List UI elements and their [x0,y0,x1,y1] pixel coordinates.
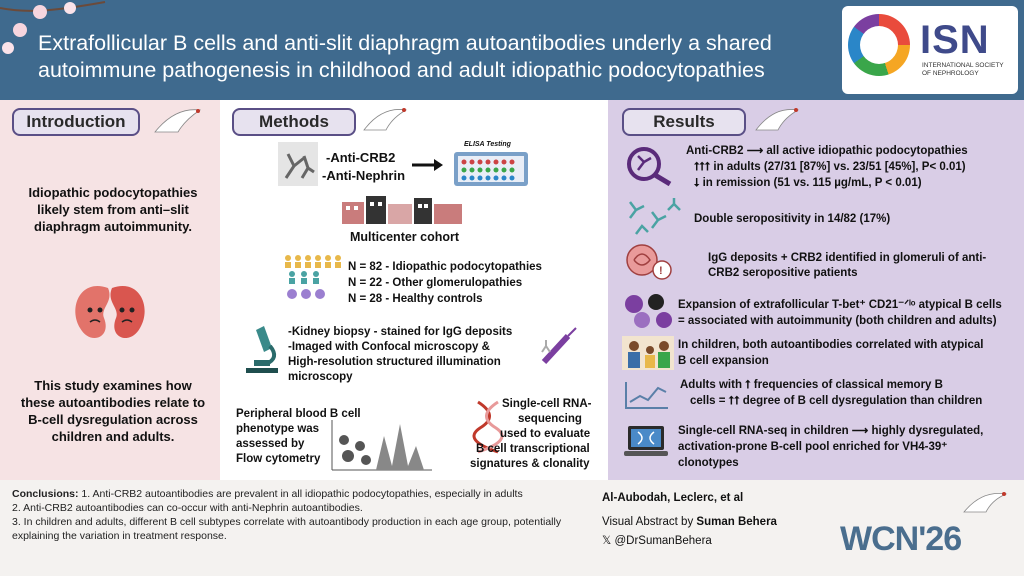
elisa-plate-icon [454,152,528,186]
conclusions-label: Conclusions: [12,488,79,500]
result-5-line-1: In children, both autoantibodies correla… [678,339,984,351]
introduction-text-2: This study examines how these autoantibo… [20,378,206,444]
isn-logo-inner [860,26,898,64]
result-7-line-3: clonotypes [678,457,739,469]
page-title: Extrafollicular B cells and anti-slit di… [38,30,798,84]
crane-icon [154,109,202,133]
elisa-label: ELISA Testing [464,141,511,148]
twitter-handle[interactable]: 𝕏 @DrSumanBehera [602,535,712,547]
flow-cytometry-plot-icon [331,420,432,471]
introduction-text-1: Idiopathic podocytopathies likely stem f… [28,185,198,234]
microscope-icon [246,326,278,373]
flow-line-4: Flow cytometry [236,453,321,465]
isn-logo-text: ISN [920,18,990,62]
footer [0,480,1024,576]
laptop-dna-icon [624,426,668,456]
result-1-line-3: ⭣ in remission (51 vs. 115 µg/mL, P < 0.… [694,177,922,189]
result-4-line-1: Expansion of extrafollicular T-bet⁺ CD21… [678,299,1002,311]
introduction-panel [0,100,220,480]
antibodies-icon [629,198,681,235]
introduction-label: Introduction [12,108,140,136]
cohort-title: Multicenter cohort [350,230,460,244]
biopsy-line-1: -Kidney biopsy - stained for IgG deposit… [288,326,513,338]
b-cells-icon [625,294,672,328]
methods-label: Methods [232,108,356,136]
cohort-row-3: N = 28 - Healthy controls [348,293,483,305]
arrow-right-icon [412,159,443,171]
visual-abstract-name: Suman Behera [696,516,777,528]
flow-line-1: Peripheral blood B cell [236,408,361,420]
svg-text:!: ! [659,265,663,277]
biopsy-line-4: microscopy [288,371,353,383]
biopsy-line-3: High-resolution structured illumination [288,356,501,368]
kidneys-icon [75,286,145,339]
cherry-blossom-icon [0,1,106,54]
results-panel [608,100,1024,480]
result-1-line-1: Anti-CRB2 ⟶ all active idiopathic podocy… [686,145,968,157]
flow-line-3: assessed by [236,438,305,450]
conclusion-3: 3. In children and adults, different B c… [12,516,562,542]
rnaseq-line-5: signatures & clonality [470,458,590,470]
family-icon [622,336,674,370]
conclusion-1: 1. Anti-CRB2 autoantibodies are prevalen… [78,488,523,500]
rnaseq-line-1: Single-cell RNA- [502,398,592,410]
result-7-line-1: Single-cell RNA-seq in children ⟶ highly… [678,425,984,437]
anti-crb2-label: -Anti-CRB2 [326,150,396,165]
hospital-buildings-icon [342,196,462,224]
result-1-line-2: ⭡⭡⭡ in adults (27/31 [87%] vs. 23/51 [45… [694,161,966,173]
result-5-line-2: B cell expansion [678,355,769,367]
syringe-antibody-icon [541,327,577,365]
result-6-line-1: Adults with ⭡ frequencies of classical m… [680,379,943,391]
biopsy-line-2: -Imaged with Confocal microscopy & [288,341,490,353]
visual-abstract-prefix: Visual Abstract by [602,516,697,528]
result-6-line-2: cells = ⭡⭡ degree of B cell dysregulatio… [690,395,983,407]
conclusion-2: 2. Anti-CRB2 autoantibodies can co-occur… [12,502,363,514]
crane-icon [363,108,408,131]
title-line-2: autoimmune pathogenesis in childhood and… [38,58,765,82]
flow-line-2: phenotype was [236,423,320,435]
cohort-row-2: N = 22 - Other glomerulopathies [348,277,523,289]
cohort-row-1: N = 82 - Idiopathic podocytopathies [348,261,542,273]
crane-icon [963,492,1008,513]
results-label: Results [622,108,746,136]
rnaseq-line-2: sequencing [518,413,582,425]
visual-abstract-credit: Visual Abstract by Suman Behera [602,516,777,528]
anti-nephrin-label: -Anti-Nephrin [322,168,406,183]
line-graph-icon [625,382,668,409]
rnaseq-line-4: B cell transcriptional [476,443,590,455]
authors: Al-Aubodah, Leclerc, et al [602,492,744,504]
people-icon [285,255,341,299]
title-line-1: Extrafollicular B cells and anti-slit di… [38,31,772,55]
result-4-line-2: = associated with autoimmunity (both chi… [678,315,997,327]
antibody-icon [278,142,318,186]
isn-logo-subtext: INTERNATIONAL SOCIETY OF NEPHROLOGY [922,62,1004,77]
glomerulus-icon: ! [626,244,672,280]
crane-icon [755,108,800,131]
result-3-line-2: CRB2 seropositive patients [708,267,858,279]
result-7-line-2: activation-prone B-cell pool enriched fo… [678,441,948,453]
dna-icon [472,400,504,454]
result-2: Double seropositivity in 14/82 (17%) [694,213,891,225]
wcn-logo: WCN'26 [840,520,962,558]
magnifier-antibody-icon [627,147,672,186]
result-3-line-1: IgG deposits + CRB2 identified in glomer… [708,252,987,264]
conclusions: Conclusions: 1. Anti-CRB2 autoantibodies… [12,487,592,543]
rnaseq-line-3: used to evaluate [500,428,591,440]
